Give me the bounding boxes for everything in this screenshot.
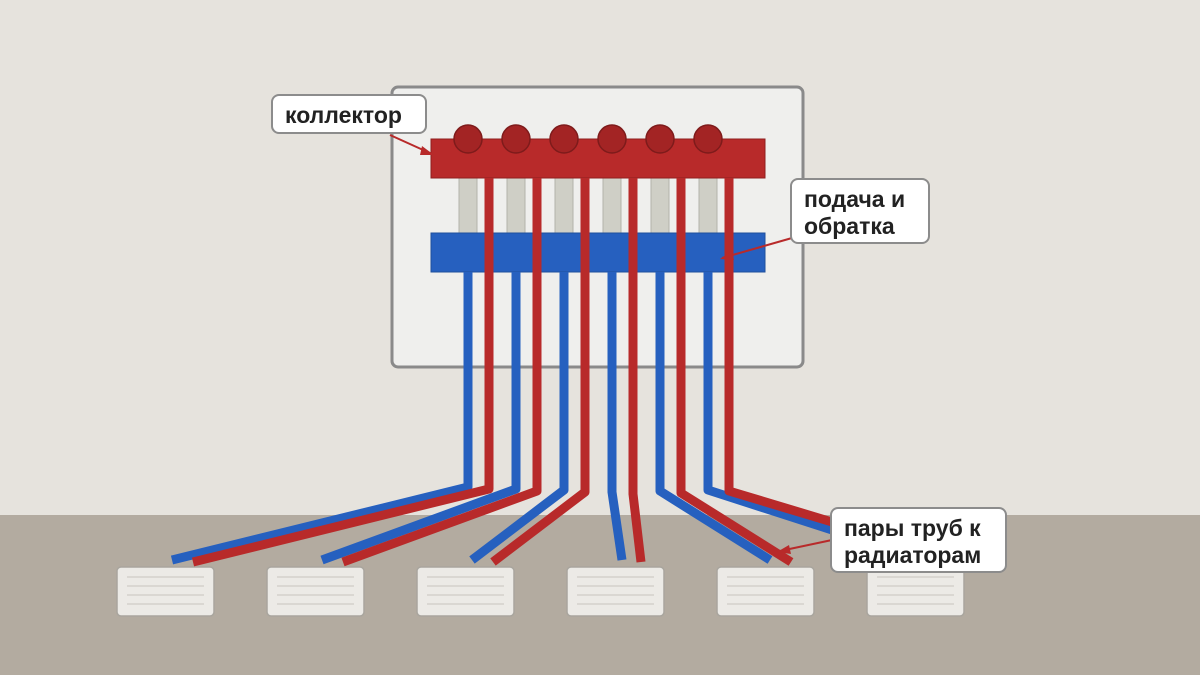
- supply-pipe: [676, 178, 794, 566]
- valve-group: [453, 124, 723, 154]
- radiator-body: [116, 566, 215, 617]
- return-pipe: [320, 272, 521, 565]
- supply-pipe: [628, 178, 646, 563]
- valve-cap: [549, 124, 579, 154]
- valve-cap: [597, 124, 627, 154]
- valve-cap: [645, 124, 675, 154]
- pipe-pairs-arrowhead: [777, 545, 791, 554]
- valve-cap: [693, 124, 723, 154]
- spacer-sleeve: [650, 177, 670, 235]
- return-manifold-bar: [430, 232, 766, 273]
- manifold-arrowhead: [420, 146, 434, 155]
- radiator-body: [416, 566, 515, 617]
- spacer-sleeve: [506, 177, 526, 235]
- return-pipe: [607, 272, 627, 561]
- supply-return-arrow: [721, 237, 793, 259]
- supply-return-label: подача и обратка: [790, 178, 930, 244]
- supply-pipe: [490, 178, 590, 566]
- radiator-body: [566, 566, 665, 617]
- supply-return-arrowhead: [720, 251, 734, 260]
- valve-cap: [453, 124, 483, 154]
- spacer-sleeve: [602, 177, 622, 235]
- return-pipe: [655, 272, 773, 564]
- manifold-cabinet: [390, 85, 805, 369]
- radiator: [716, 566, 815, 617]
- spacer-sleeve: [554, 177, 574, 235]
- pipe-group: [170, 178, 834, 567]
- radiator-group: [116, 566, 965, 617]
- return-pipe: [170, 272, 473, 565]
- pipe-pairs-label: пары труб к радиаторам: [830, 507, 1007, 573]
- supply-pipe: [724, 178, 834, 527]
- valve-cap: [501, 124, 531, 154]
- arrow-group: [389, 134, 833, 554]
- manifold-label: коллектор: [271, 94, 427, 134]
- spacer-sleeve: [458, 177, 478, 235]
- radiator: [866, 566, 965, 617]
- radiator: [566, 566, 665, 617]
- supply-pipe: [341, 178, 542, 567]
- radiator: [416, 566, 515, 617]
- return-pipe: [703, 272, 834, 535]
- radiator-body: [716, 566, 815, 617]
- radiator: [116, 566, 215, 617]
- supply-pipe: [191, 178, 494, 567]
- radiator: [266, 566, 365, 617]
- radiator-body: [866, 566, 965, 617]
- return-pipe: [469, 272, 569, 564]
- spacer-group: [458, 177, 718, 235]
- spacer-sleeve: [698, 177, 718, 235]
- radiator-body: [266, 566, 365, 617]
